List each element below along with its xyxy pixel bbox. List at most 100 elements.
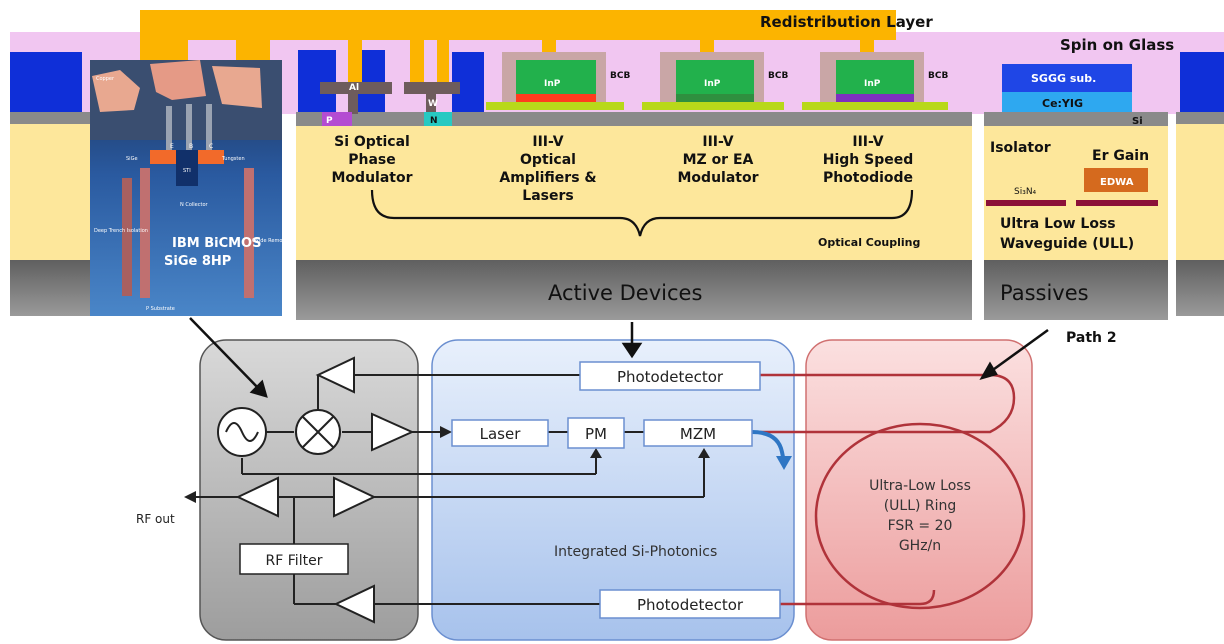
- mzm-output-arrowhead: [776, 456, 792, 470]
- si-layer-active: [296, 112, 972, 126]
- amp-filter-icon: [333, 584, 375, 624]
- sem-tag-b: B: [189, 143, 193, 150]
- inp-device-1: [486, 52, 624, 110]
- left-side-pad: [10, 52, 82, 114]
- photodetector-top-label: Photodetector: [617, 368, 724, 386]
- oxide-passive: [984, 126, 1168, 260]
- device-0-line-1: Phase: [348, 152, 396, 168]
- sggg-label: SGGG sub.: [1031, 72, 1096, 85]
- bcb-label-3: BCB: [928, 71, 948, 81]
- si-label: Si: [1132, 116, 1143, 127]
- sem-tag-ncollector: N Collector: [180, 202, 209, 208]
- mzm-label: MZM: [680, 425, 716, 443]
- device-1-line-1: Optical: [520, 152, 576, 168]
- edwa-label: EDWA: [1100, 177, 1134, 188]
- rf-wiring: [196, 374, 705, 605]
- ull-waveguide-line-2: Waveguide (ULL): [1000, 236, 1134, 252]
- connector-arrows: [189, 317, 1049, 398]
- laser-box: [451, 419, 549, 447]
- photodetector-top-box: [579, 361, 761, 391]
- right-side-pad: [1180, 52, 1224, 114]
- laser-label: Laser: [480, 425, 522, 443]
- inp-label-3: InP: [864, 79, 881, 89]
- al-label: Al: [349, 83, 359, 93]
- photodetector-bottom-box: [599, 589, 781, 619]
- sem-tag-copper: Copper: [96, 76, 115, 82]
- si3n4-label: Si₃N₄: [1014, 187, 1037, 197]
- oxide-right: [1176, 124, 1224, 260]
- sem-image: [90, 60, 282, 316]
- substrate-passive: [984, 260, 1168, 320]
- device-0-line-0: Si Optical: [334, 134, 410, 150]
- p-label: P: [326, 116, 333, 126]
- amp-tx-icon: [371, 412, 415, 452]
- n-region: [424, 112, 452, 126]
- si-photonics-panel: [431, 339, 795, 641]
- substrate-active: [296, 260, 972, 320]
- isolator-label: Isolator: [990, 140, 1051, 156]
- amp-feedback-icon: [315, 356, 355, 394]
- device-bracket: [370, 189, 914, 237]
- ceyig-label: Ce:YIG: [1042, 97, 1083, 110]
- sem-tag-sige: SiGe: [126, 156, 138, 162]
- amp-rfout-icon: [235, 476, 279, 518]
- pm-box: [567, 417, 625, 449]
- rf-out-label: RF out: [136, 512, 175, 526]
- p-region: [322, 112, 352, 126]
- rf-electronics-panel: [199, 339, 419, 641]
- ring-line-3: GHz/n: [899, 538, 941, 554]
- si-layer-passive: [984, 112, 1168, 126]
- sem-tag-sti: STI: [183, 168, 191, 174]
- device-2-line-1: MZ or EA: [683, 152, 754, 168]
- mixer-icon: [295, 409, 341, 455]
- ull-ring-panel: [805, 339, 1033, 641]
- oxide-active: [296, 126, 972, 260]
- oscillator-icon: [217, 407, 267, 457]
- pm-label: PM: [585, 425, 607, 443]
- si-layer-right: [1176, 112, 1224, 124]
- device-1-line-2: Amplifiers &: [499, 170, 596, 186]
- device-0-line-2: Modulator: [332, 170, 413, 186]
- device-label-optical-amplifiers: III-V Optical Amplifiers & Lasers: [499, 134, 596, 204]
- si3n4-waveguide-left: [986, 200, 1066, 206]
- device-label-si-phase-modulator: Si Optical Phase Modulator: [332, 134, 413, 186]
- w-contact: [404, 82, 460, 94]
- rf-filter-label: RF Filter: [266, 553, 323, 569]
- ceyig-layer: [1002, 92, 1132, 112]
- w-label: W: [428, 99, 438, 109]
- inp-label-1: InP: [544, 79, 561, 89]
- sem-tag-oxide: Oxide Removed: [252, 238, 292, 244]
- ring-line-2: FSR = 20: [888, 518, 953, 534]
- al-contact: [320, 82, 392, 94]
- sem-caption-line2: SiGe 8HP: [164, 254, 231, 269]
- device-2-line-0: III-V: [702, 134, 733, 150]
- sem-tag-e: E: [170, 143, 174, 150]
- device-3-line-2: Photodiode: [823, 170, 913, 186]
- sem-tag-c: C: [209, 143, 213, 150]
- inp-device-2: [642, 52, 784, 110]
- active-devices-label: Active Devices: [548, 281, 702, 305]
- optical-coupling-label: Optical Coupling: [818, 236, 920, 249]
- amp-mzm-icon: [333, 476, 377, 518]
- mzm-output-arrow: [751, 430, 786, 463]
- n-label: N: [430, 116, 438, 126]
- spin-on-glass-label: Spin on Glass: [1060, 36, 1174, 54]
- device-2-line-2: Modulator: [678, 170, 759, 186]
- sem-tag-tungsten: Tungsten: [221, 156, 245, 162]
- ring-line-1: (ULL) Ring: [884, 498, 957, 514]
- device-label-mz-ea-modulator: III-V MZ or EA Modulator: [678, 134, 759, 186]
- bcb-label-2: BCB: [768, 71, 788, 81]
- bcb-label-1: BCB: [610, 71, 630, 81]
- si-layer-left: [10, 112, 90, 124]
- device-3-line-0: III-V: [852, 134, 883, 150]
- device-1-line-0: III-V: [532, 134, 563, 150]
- passives-label: Passives: [1000, 281, 1089, 305]
- er-gain-label: Er Gain: [1092, 148, 1149, 164]
- si3n4-waveguide-right: [1076, 200, 1158, 206]
- oxide-left: [10, 124, 90, 260]
- photodetector-bottom-label: Photodetector: [637, 596, 744, 614]
- sggg-substrate: [1002, 64, 1132, 92]
- sem-tag-deep-trench: Deep Trench Isolation: [94, 228, 148, 234]
- device-3-line-1: High Speed: [823, 152, 914, 168]
- device-1-line-3: Lasers: [522, 188, 573, 204]
